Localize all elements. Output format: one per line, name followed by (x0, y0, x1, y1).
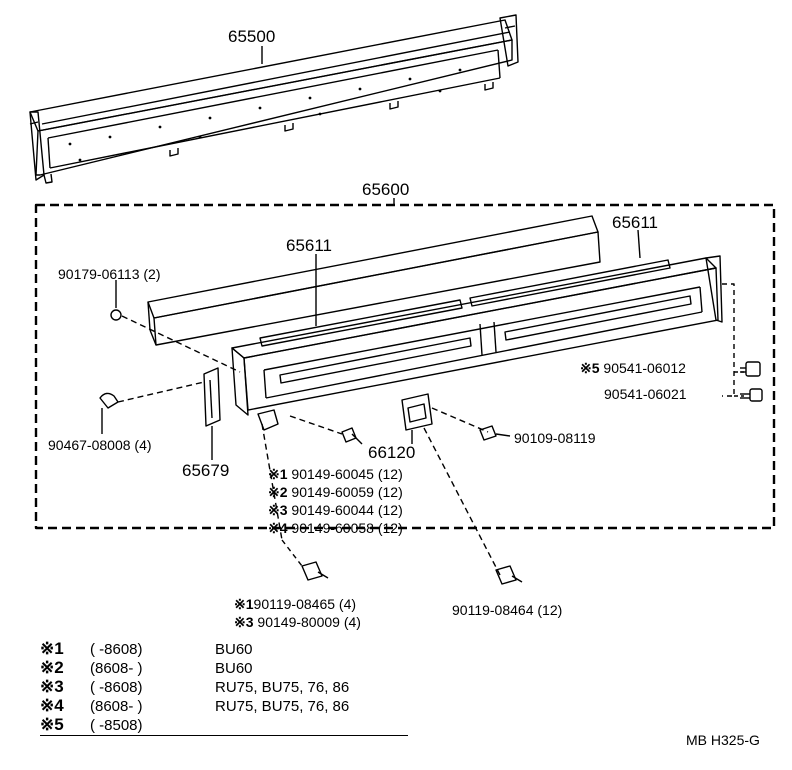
bracket-65679 (203, 367, 221, 427)
label-66120: 66120 (368, 443, 416, 462)
label-90109: 90109-08119 (514, 430, 596, 446)
label-90541-06021: 90541-06021 (604, 386, 687, 402)
rail-65611-frame (231, 255, 723, 416)
rail-65611-board (147, 215, 601, 346)
leader-65611-right (637, 229, 641, 259)
legend-divider (40, 735, 408, 736)
bolt-90119-08465 (281, 539, 329, 581)
clip-90467 (99, 381, 205, 409)
legend-row-2: ※2(8608- )BU60 (40, 658, 253, 677)
bolt-90541-06021 (740, 388, 763, 402)
label-65611-left: 65611 (286, 236, 333, 255)
assembly-box-65600 (34, 203, 776, 530)
bolt-90149 (289, 415, 363, 445)
panel-65500-rivets (68, 68, 462, 162)
legend-row-5: ※5( -8508) (40, 715, 143, 734)
label-65500: 65500 (228, 27, 276, 46)
bottom-bolt-row-2: ※3 90149-80009 (4) (234, 614, 361, 630)
label-90467: 90467-08008 (4) (48, 437, 152, 453)
diagram-code: MB H325-G (686, 732, 760, 748)
bolt-90109 (479, 425, 511, 441)
bracket-right (722, 283, 735, 397)
label-90119-08464: 90119-08464 (12) (452, 602, 563, 618)
bolt-90119-08464 (495, 565, 523, 585)
label-90179: 90179-06113 (2) (58, 266, 161, 282)
nut-90179 (110, 309, 241, 373)
part-90541-06012: 90541-06012 (603, 360, 686, 376)
mark-5: ※5 (580, 360, 600, 376)
label-65600: 65600 (362, 180, 410, 199)
panel-65500-drawing (29, 14, 519, 184)
bolt-90541-06012 (740, 361, 761, 377)
bolt-row-3: ※3 90149-60044 (12) (268, 502, 403, 518)
legend-row-1: ※1( -8608)BU60 (40, 639, 253, 658)
bolt-row-1: ※1 90149-60045 (12) (268, 466, 403, 482)
bolt-row-4: ※4 90149-60058 (12) (268, 520, 403, 536)
label-90541-06012: ※5 90541-06012 (580, 360, 686, 376)
bottom-bolt-row-1: ※190119-08465 (4) (234, 596, 357, 612)
legend-row-4: ※4(8608- )RU75, BU75, 76, 86 (40, 696, 350, 715)
hinge-66120 (401, 393, 501, 576)
label-65679: 65679 (182, 461, 230, 480)
legend-row-3: ※3( -8608)RU75, BU75, 76, 86 (40, 677, 350, 696)
bolt-row-2: ※2 90149-60059 (12) (268, 484, 403, 500)
label-65611-right: 65611 (612, 213, 659, 232)
corner-hinge (257, 409, 283, 541)
